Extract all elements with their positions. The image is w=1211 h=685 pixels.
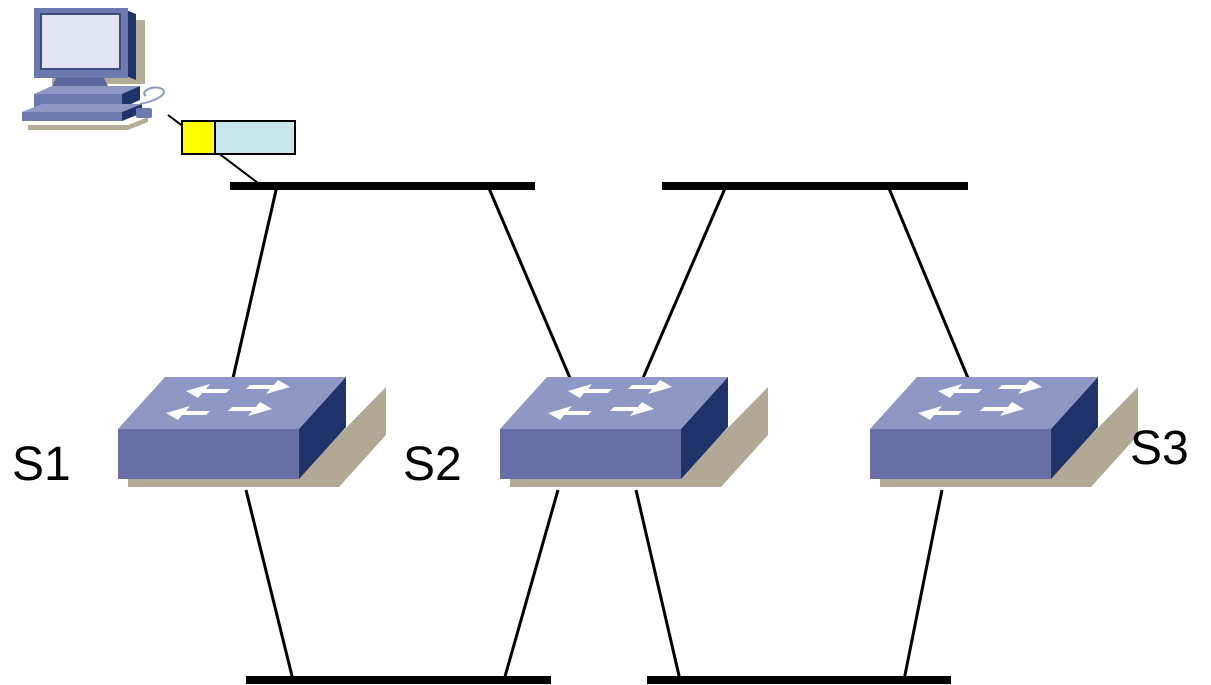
switch-s2	[500, 377, 768, 487]
switch-icon	[118, 377, 386, 487]
switch-label-s2: S2	[403, 438, 462, 491]
link-s2-top-right	[641, 185, 728, 379]
frame-icon	[181, 120, 296, 155]
switch-icon	[500, 377, 768, 487]
switch-label-s1: S1	[12, 438, 71, 491]
computer-icon	[22, 8, 165, 130]
frame-header	[181, 120, 216, 155]
link-s1-bottom	[244, 489, 295, 681]
switch-s1	[118, 377, 386, 487]
link-s2-top-left	[486, 185, 572, 379]
network-segments	[230, 182, 968, 684]
link-s3-bottom	[902, 489, 944, 681]
switch-s3	[870, 377, 1138, 487]
link-s2-bottom-right	[634, 489, 682, 681]
frame-body	[214, 120, 296, 155]
link-s1-top	[231, 185, 279, 379]
switch-label-s3: S3	[1130, 422, 1189, 475]
link-s3-top	[886, 185, 970, 379]
switch-icon	[870, 377, 1138, 487]
link-s2-bottom-left	[502, 489, 560, 681]
